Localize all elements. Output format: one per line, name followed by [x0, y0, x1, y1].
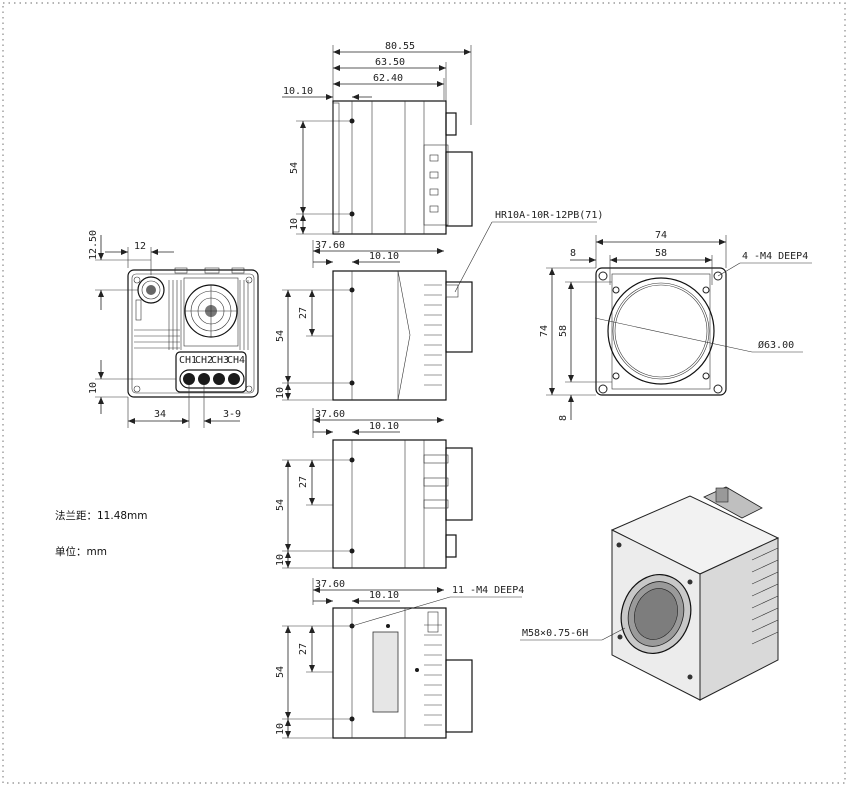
dim-54-c: 54 [275, 499, 286, 511]
dim-10-c: 10 [275, 554, 286, 566]
dim-62-40: 62.40 [373, 73, 403, 84]
side-view-top: 80.55 63.50 62.40 10.10 54 10 [282, 41, 473, 235]
channel-label-1: CH1 [179, 355, 197, 366]
callout-connector: HR10A-10R-12PB(71) [495, 210, 603, 221]
side-view-2: 37.60 10.10 [275, 240, 473, 401]
dim-10-a: 10 [289, 218, 300, 230]
dim-63-50: 63.50 [375, 57, 405, 68]
dim-10-10-b: 10.10 [369, 251, 399, 262]
rear-view: CH1 CH2 CH3 CH4 12.50 12 10 34 3-9 [88, 230, 259, 428]
channel-label-4: CH4 [227, 355, 245, 366]
dim-3-9: 3-9 [223, 409, 241, 420]
heat-sink-fins [134, 280, 249, 350]
dim-37-60-b: 37.60 [315, 409, 345, 420]
dim-8-a: 8 [570, 248, 576, 259]
side-fins-2 [424, 284, 442, 386]
dim-37-60-a: 37.60 [315, 240, 345, 251]
side-view-4: 37.60 10.10 [275, 578, 524, 739]
dim-34: 34 [154, 409, 166, 420]
channel-label-3: CH3 [211, 355, 229, 366]
unit-label: 单位：mm [55, 545, 107, 558]
dim-37-60-c: 37.60 [315, 579, 345, 590]
dim-54-b: 54 [275, 330, 286, 342]
dim-27-c: 27 [298, 643, 309, 655]
front-view: 74 58 8 74 58 8 Ø63.00 4 -M4 DEEP4 [539, 230, 812, 421]
dim-10-b: 10 [275, 387, 286, 399]
dim-10-d: 10 [275, 723, 286, 735]
callout-holes-bottom: 11 -M4 DEEP4 [452, 585, 524, 596]
dim-8-b: 8 [558, 415, 569, 421]
dim-10-10-c: 10.10 [369, 421, 399, 432]
dim-63-00: Ø63.00 [758, 339, 794, 351]
flange-distance-label: 法兰距：11.48mm [55, 509, 148, 522]
side-fins-4 [424, 624, 442, 726]
dim-27-a: 27 [298, 307, 309, 319]
dim-80-55: 80.55 [385, 41, 415, 52]
dim-74-b: 74 [539, 325, 550, 337]
dim-74-a: 74 [655, 230, 667, 241]
channel-label-2: CH2 [195, 355, 213, 366]
iso-fins [751, 547, 779, 645]
callout-thread: M58×0.75-6H [522, 628, 588, 639]
side-view-3: 37.60 10.10 54 10 27 [275, 408, 473, 569]
isometric-view: M58×0.75-6H [520, 486, 780, 701]
dim-27-b: 27 [298, 476, 309, 488]
dim-10-10-d: 10.10 [369, 590, 399, 601]
dim-54-a: 54 [289, 162, 300, 174]
dim-10-10: 10.10 [283, 86, 313, 97]
dim-58-b: 58 [558, 325, 569, 337]
dim-12: 12 [134, 241, 146, 252]
callout-holes-front: 4 -M4 DEEP4 [742, 251, 808, 262]
dim-10-rear: 10 [88, 382, 99, 394]
dim-58-a: 58 [655, 248, 667, 259]
dim-12-50: 12.50 [88, 230, 99, 260]
dim-54-d: 54 [275, 666, 286, 678]
